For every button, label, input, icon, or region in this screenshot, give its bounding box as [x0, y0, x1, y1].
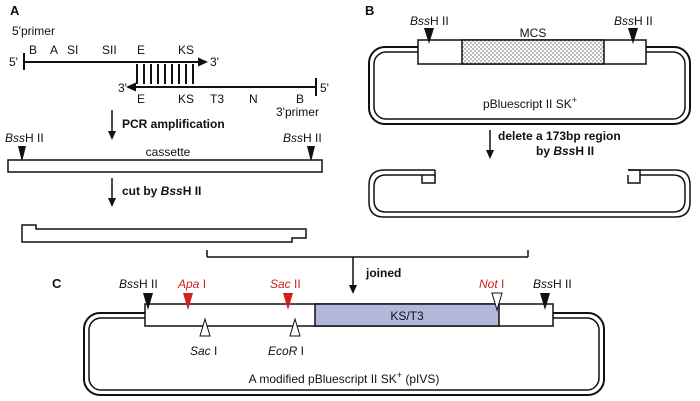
panel-b-label: B: [365, 3, 374, 18]
site-n-bottom: N: [249, 92, 258, 106]
ecor-i-label: EcoR I: [268, 344, 304, 358]
bsshii-right-c-label: BssH II: [533, 277, 572, 291]
site-e-top: E: [137, 43, 145, 57]
panel-c-label: C: [52, 276, 62, 291]
bottom-strand-arrow: [126, 78, 317, 96]
ks-t3-region: [314, 303, 500, 327]
primer5-label: 5'primer: [12, 24, 55, 38]
apa-i-marker: [183, 293, 193, 310]
mcs-region: [461, 39, 605, 65]
mcs-label: MCS: [520, 26, 547, 40]
down-arrow-delete: [486, 130, 494, 159]
join-connector: [206, 250, 529, 287]
bottom-site-labels: E KS T3 N B: [137, 92, 304, 106]
ks-t3-label: KS/T3: [390, 309, 424, 323]
bsshii-left-a-marker: [18, 146, 26, 162]
site-b-top: B: [29, 43, 37, 57]
bsshii-left-b-label: BssH II: [410, 14, 449, 28]
bsshii-right-b-label: BssH II: [614, 14, 653, 28]
primer3-label: 3'primer: [276, 105, 319, 119]
three-prime-top: 3': [210, 55, 219, 69]
bsshii-left-c-label: BssH II: [119, 277, 158, 291]
bsshii-left-b-marker: [424, 28, 434, 44]
ecor-i-marker: [289, 317, 301, 337]
site-ks-bottom: KS: [178, 92, 194, 106]
site-b-bottom: B: [296, 92, 304, 106]
joined-label: joined: [365, 266, 401, 280]
five-prime-bottom: 5': [320, 81, 329, 95]
bsshii-left-c-marker: [143, 293, 153, 310]
apa-i-label: Apa I: [177, 277, 206, 291]
plasmid-b-label: pBluescript II SK+: [483, 95, 577, 111]
down-arrow-cut: [108, 178, 116, 207]
cut-plasmid-b: [368, 169, 691, 218]
site-si-top: SI: [67, 43, 78, 57]
bsshii-right-a-marker: [307, 146, 315, 162]
cassette-label: cassette: [146, 145, 191, 159]
cassette-bar: [7, 159, 323, 173]
sac-i-label: Sac I: [190, 344, 217, 358]
pcr-amplification-label: PCR amplification: [122, 117, 225, 131]
site-ks-top: KS: [178, 43, 194, 57]
sac-ii-marker: [283, 293, 293, 310]
top-strand-arrow: [23, 53, 208, 70]
bsshii-right-b-marker: [628, 28, 638, 44]
bsshii-right-a-label: BssH II: [283, 131, 322, 145]
cut-cassette-fragment: [21, 224, 307, 243]
cut-step-label: cut by BssH II: [122, 184, 201, 198]
bsshii-left-a-label: BssH II: [5, 131, 44, 145]
delete-step-line2: by BssH II: [536, 144, 594, 158]
not-i-label: Not I: [479, 277, 504, 291]
bsshii-right-c-marker: [540, 293, 550, 310]
sac-i-marker: [199, 317, 211, 337]
plasmid-c-label: A modified pBluescript II SK+ (pIVS): [249, 370, 440, 386]
delete-step-line1: delete a 173bp region: [498, 129, 621, 143]
three-prime-bottom: 3': [118, 81, 127, 95]
site-sii-top: SII: [102, 43, 117, 57]
base-pairing-lines: [136, 64, 194, 84]
site-e-bottom: E: [137, 92, 145, 106]
down-arrow-pcr: [108, 110, 116, 140]
site-a-top: A: [50, 43, 58, 57]
panel-a-label: A: [10, 3, 20, 18]
five-prime-top: 5': [9, 55, 18, 69]
sac-ii-label: Sac II: [270, 277, 301, 291]
join-arrowhead: [349, 285, 357, 294]
site-t3-bottom: T3: [210, 92, 224, 106]
top-site-labels: B A SI SII E KS: [29, 43, 194, 57]
not-i-marker: [491, 292, 503, 312]
